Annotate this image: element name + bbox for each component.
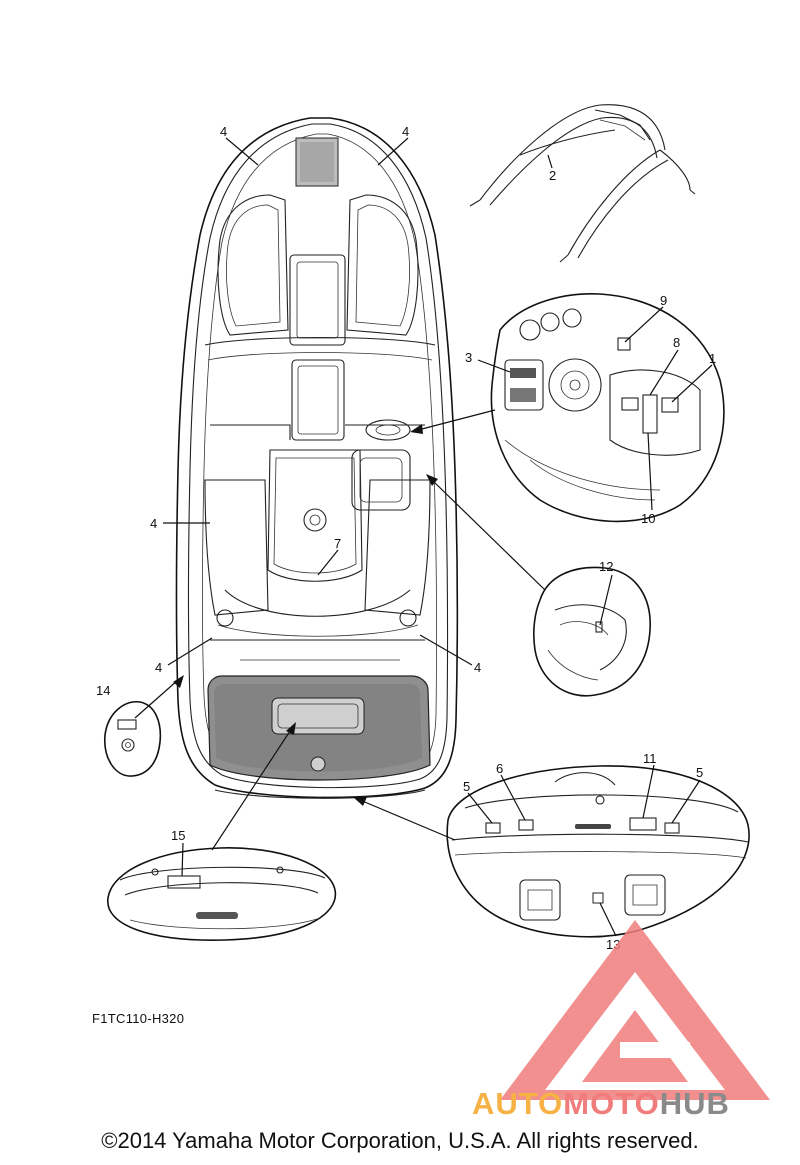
- callout-15: 15: [171, 828, 185, 843]
- callout-2: 2: [549, 168, 556, 183]
- front-seats: [217, 194, 419, 441]
- callout-11: 11: [643, 751, 657, 766]
- callout-10: 10: [641, 511, 655, 526]
- wordmark-hub: HUB: [659, 1086, 730, 1121]
- callout-5-left: 5: [463, 779, 470, 794]
- automotohub-logo: [500, 920, 770, 1100]
- callout-8: 8: [673, 335, 680, 350]
- callout-5-right: 5: [696, 765, 703, 780]
- callout-14: 14: [96, 683, 110, 698]
- copyright-notice: ©2014 Yamaha Motor Corporation, U.S.A. A…: [101, 1128, 699, 1153]
- callout-4-stern-left: 4: [155, 660, 162, 675]
- dashboard-detail: [490, 293, 725, 523]
- hull-side-detail-14: [104, 701, 162, 777]
- callout-1: 1: [709, 351, 716, 366]
- wakeboard-tower-detail: [469, 104, 696, 263]
- swim-platform-pad: [207, 675, 431, 799]
- callout-7: 7: [334, 536, 341, 551]
- callout-4-mid-left: 4: [150, 516, 157, 531]
- bow-grip-pad: [295, 137, 339, 187]
- console-area: [204, 336, 436, 441]
- callout-6: 6: [496, 761, 503, 776]
- stern-detail-15: [107, 847, 337, 941]
- callout-3: 3: [465, 350, 472, 365]
- leader-lines: [134, 137, 713, 937]
- wordmark-auto: AUTO: [472, 1086, 564, 1121]
- callout-labels: 4 4 2 9 8 3 1 10 4 7 12 4 4 14 6 11 5 5 …: [96, 124, 716, 952]
- cockpit-floor: [204, 449, 431, 661]
- callout-4-bow-left: 4: [220, 124, 227, 139]
- diagram-code: F1TC110-H320: [92, 1011, 185, 1026]
- callout-12: 12: [599, 559, 613, 574]
- callout-9: 9: [660, 293, 667, 308]
- callout-4-stern-right: 4: [474, 660, 481, 675]
- stern-detail-panel: [446, 765, 750, 938]
- automotohub-wordmark: AUTOMOTOHUB: [472, 1086, 730, 1122]
- wordmark-moto: MOTO: [563, 1086, 660, 1121]
- callout-4-bow-right: 4: [402, 124, 409, 139]
- side-detail-12: [533, 566, 651, 697]
